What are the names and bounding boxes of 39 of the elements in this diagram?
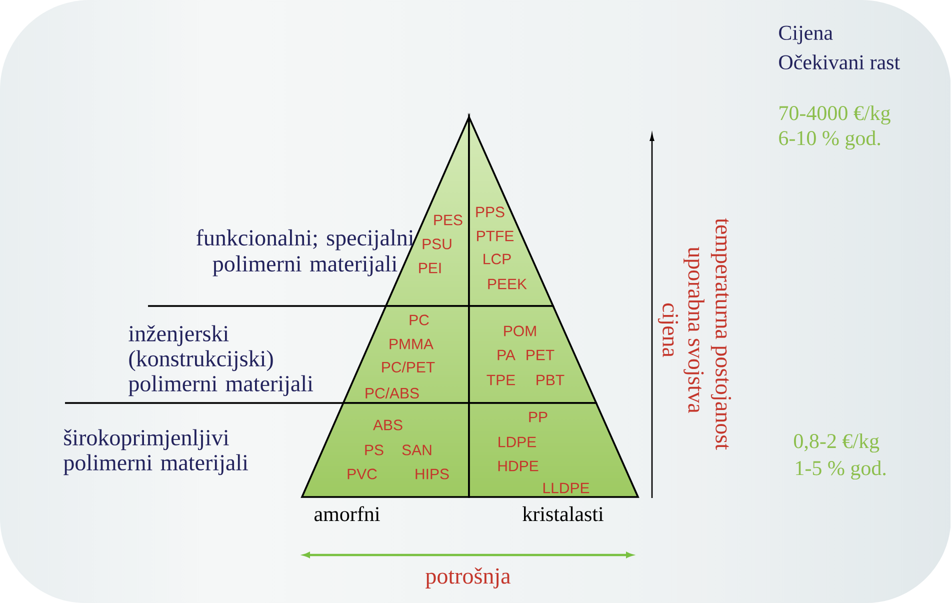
category-label: funkcionalni; specijalni polimerni materijali (196, 229, 414, 276)
polymer-abbreviation: PEI (419, 262, 441, 274)
polymer-abbreviation: LDPE (498, 436, 536, 448)
polymer-abbreviation: PVC (348, 468, 377, 480)
axis-label: temperaturna postojanost (710, 218, 732, 450)
polymer-abbreviation: LCP (484, 254, 511, 264)
category-label: širokoprimjenljivi polimerni materijali (64, 429, 248, 476)
column-heading: Očekivani rast (779, 54, 900, 70)
axis-label: potrošnja (426, 568, 510, 588)
polymer-abbreviation: PES (434, 214, 462, 226)
polymer-abbreviation: PC (410, 314, 429, 326)
category-label: inženjerski (konstrukcijski) polimerni materijali (128, 325, 314, 396)
growth-value: 1-5 % god. (796, 460, 886, 480)
polymer-abbreviation: LLDPE (543, 482, 590, 494)
polymer-abbreviation: HIPS (416, 468, 449, 480)
price-value: 0,8-2 €/kg (794, 433, 880, 453)
polymer-abbreviation: TPE (486, 374, 515, 386)
polymer-abbreviation: PC/ABS (366, 388, 419, 398)
polymer-abbreviation: PC/PET (382, 362, 435, 372)
polymer-abbreviation: PMMA (390, 338, 434, 350)
polymer-abbreviation: ABS (373, 420, 402, 430)
column-label: kristalasti (522, 506, 604, 522)
axis-label: uporabna svojstva (684, 246, 704, 414)
polymer-abbreviation: PSU (422, 238, 452, 250)
polymer-abbreviation: PET (526, 350, 554, 360)
polymer-abbreviation: PBT (536, 374, 564, 386)
axis-label: cijena (658, 303, 678, 358)
price-value: 70-4000 €/kg (780, 105, 890, 125)
polymer-abbreviation: PS (365, 444, 384, 456)
polymer-abbreviation: SAN (402, 444, 432, 456)
polymer-abbreviation: PTFE (477, 230, 514, 242)
polymer-abbreviation: PEEK (488, 278, 527, 290)
polymer-abbreviation: HDPE (498, 460, 538, 472)
column-heading: Cijena (779, 26, 833, 44)
polymer-abbreviation: PA (498, 350, 516, 360)
growth-value: 6-10 % god. (779, 130, 880, 150)
polymer-abbreviation: PPS (476, 206, 504, 218)
polymer-abbreviation: POM (504, 326, 536, 336)
polymer-abbreviation: PP (529, 412, 548, 422)
